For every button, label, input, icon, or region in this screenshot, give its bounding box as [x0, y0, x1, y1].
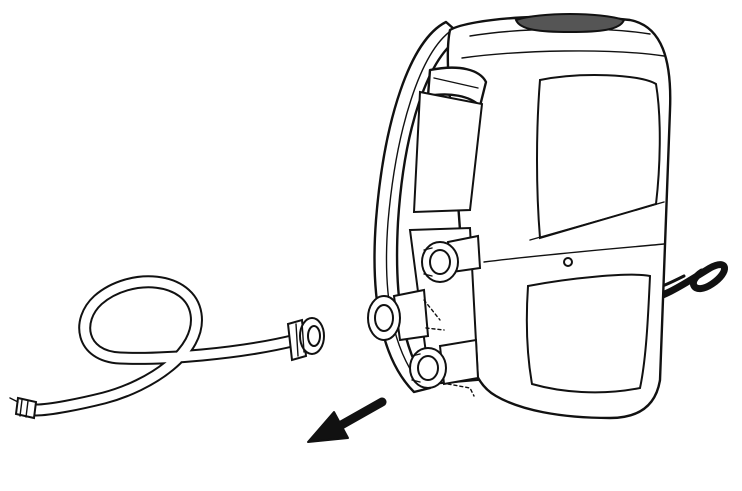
panel-seam [529, 201, 665, 241]
top-cap [514, 13, 626, 34]
control-cover [412, 66, 488, 214]
hose [29, 275, 303, 417]
hose-nut-fitting [286, 317, 325, 362]
direction-arrow [307, 397, 387, 443]
mid-seam [483, 243, 665, 263]
outlet-connector [367, 288, 445, 342]
inlet-connector-upper [421, 234, 482, 283]
hose-end-tip [9, 396, 38, 420]
indicator-dot [563, 257, 573, 267]
front-panel-lower [525, 273, 652, 394]
inlet-connector-lower [409, 338, 480, 397]
front-panel-upper [536, 74, 661, 240]
